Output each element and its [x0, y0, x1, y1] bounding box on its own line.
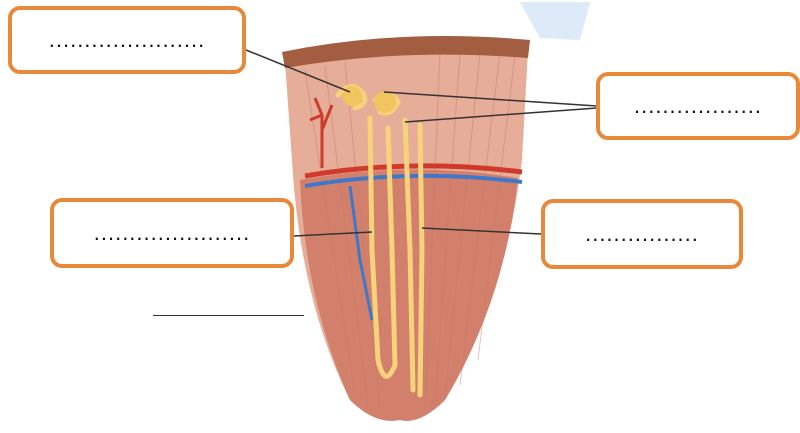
label-box-top-right[interactable]: .................. [596, 72, 800, 140]
glomerulus-2 [374, 91, 396, 113]
label-box-top-left[interactable]: ...................... [8, 6, 246, 74]
label-box-mid-right[interactable]: ................ [541, 199, 743, 269]
glomerulus-1 [342, 86, 362, 106]
blank-answer-line[interactable] [153, 315, 304, 316]
background-patch [520, 2, 590, 40]
label-box-mid-left[interactable]: ...................... [50, 198, 294, 268]
